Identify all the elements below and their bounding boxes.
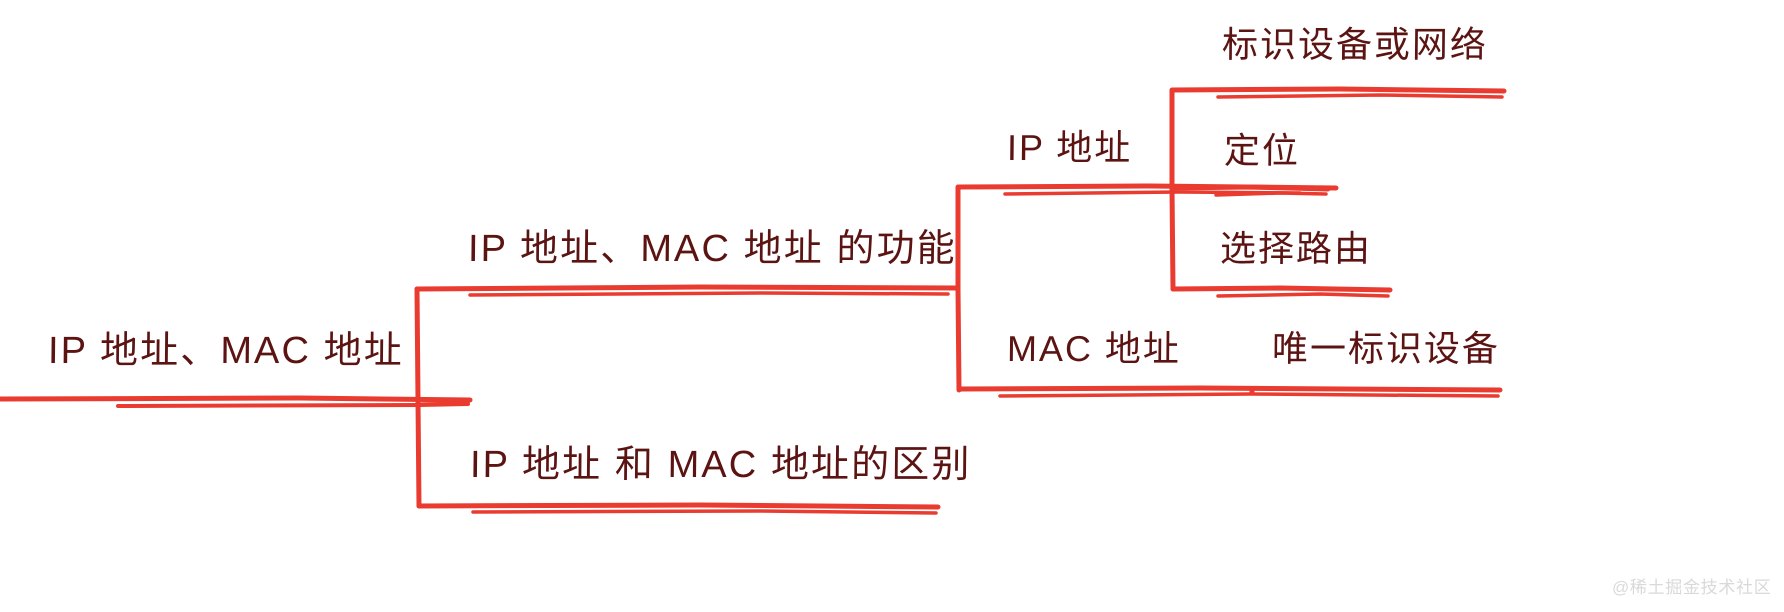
edge-locate-underline [1169, 184, 1331, 197]
mindmap-node-locate[interactable]: 定位 [1223, 130, 1301, 171]
mindmap-node-diff[interactable]: IP 地址 和 MAC 地址的区别 [469, 444, 972, 486]
mindmap-node-func[interactable]: IP 地址、MAC 地址 的功能 [467, 228, 958, 270]
edge-mac-underline [956, 385, 1503, 398]
edge-func-underline [414, 284, 961, 297]
edge-identify-underline [1169, 86, 1507, 99]
mindmap-node-ip-address[interactable]: IP 地址 [1006, 127, 1133, 168]
edge-diff-underline [416, 502, 941, 515]
edge-root-underline [0, 395, 473, 408]
mindmap-node-identify-device-or-network[interactable]: 标识设备或网络 [1221, 24, 1489, 65]
mindmap-node-unique-device-id[interactable]: 唯一标识设备 [1271, 328, 1501, 369]
mindmap-node-select-route[interactable]: 选择路由 [1219, 228, 1373, 269]
mindmap-node-mac-address[interactable]: MAC 地址 [1006, 328, 1182, 369]
mindmap-node-root[interactable]: IP 地址、MAC 地址 [47, 330, 405, 372]
edge-route-underline [1170, 285, 1393, 298]
watermark: @稀土掘金技术社区 [1612, 578, 1772, 597]
edge-func-to-level2 [955, 185, 962, 393]
edge-ip-to-level3 [1169, 88, 1176, 292]
edge-root-to-level1 [414, 286, 471, 509]
